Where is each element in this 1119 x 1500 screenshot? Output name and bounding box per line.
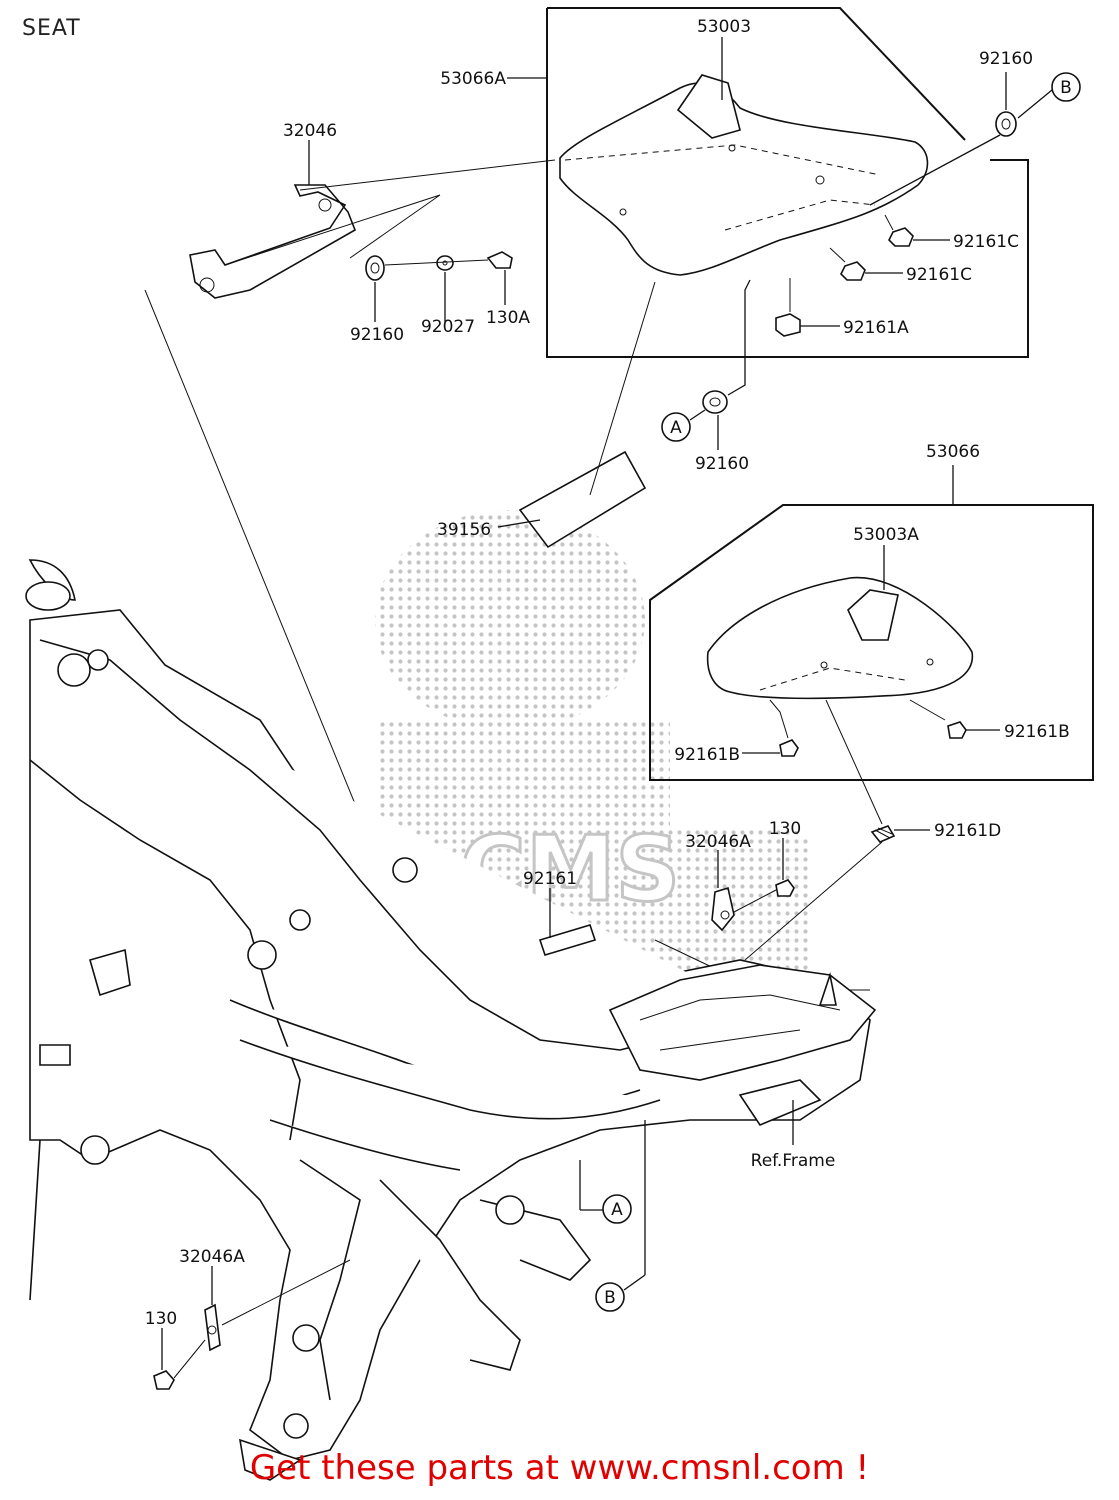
marker-a-top <box>661 412 691 442</box>
bush-92160-mid <box>702 390 728 414</box>
leader-a-top <box>689 409 706 421</box>
damper-92161C-a <box>888 227 914 247</box>
bolt-130A <box>486 251 513 269</box>
label-32046A-top: 32046A <box>685 832 751 852</box>
label-ref-frame: Ref.Frame <box>751 1151 836 1171</box>
footer-link-text[interactable]: Get these parts at www.cmsnl.com ! <box>249 1448 870 1488</box>
axis-32046A-bottom <box>221 1259 351 1326</box>
bolt-130-top <box>775 879 795 897</box>
label-53066A: 53066A <box>440 69 506 89</box>
label-92161B-a: 92161B <box>674 745 740 765</box>
axis-92161C-b <box>829 247 846 263</box>
label-130-bottom: 130 <box>145 1309 177 1329</box>
label-53066: 53066 <box>926 442 980 462</box>
label-92161: 92161 <box>523 869 577 889</box>
label-92161B-b: 92161B <box>1004 722 1070 742</box>
bolt-130-bottom <box>153 1370 175 1390</box>
label-130-top: 130 <box>769 819 801 839</box>
pad-39156 <box>518 450 647 549</box>
label-32046A-bottom: 32046A <box>179 1247 245 1267</box>
spring-92161D <box>870 825 896 843</box>
axis-39156 <box>589 281 656 496</box>
seat-53003A <box>706 576 974 700</box>
pad-92161 <box>538 924 597 956</box>
label-92160-mid: 92160 <box>695 454 749 474</box>
motorcycle-frame <box>25 559 877 1481</box>
marker-a-bottom <box>602 1194 632 1224</box>
bracket-ref-lines <box>224 159 556 266</box>
axis-92160-top <box>869 134 1001 206</box>
label-92161D: 92161D <box>934 821 1001 841</box>
label-92160-top: 92160 <box>979 49 1033 69</box>
lock-32046A-top <box>711 886 735 932</box>
damper-92161C-b <box>840 261 866 281</box>
label-53003A: 53003A <box>853 525 919 545</box>
group-frame-53066A <box>546 7 1029 358</box>
ref-line-92161D <box>744 841 883 961</box>
label-92161C-a: 92161C <box>953 232 1019 252</box>
axis-130-top <box>733 889 777 913</box>
lock-32046A-bottom <box>204 1303 221 1352</box>
marker-b-bottom-label: B <box>604 1288 616 1308</box>
axis-130-bottom <box>173 1339 206 1379</box>
page-title: SEAT <box>22 16 81 41</box>
seat-53003 <box>559 74 929 276</box>
ref-line-bracket <box>144 289 381 866</box>
damper-92161B-a <box>779 739 799 757</box>
label-39156: 39156 <box>437 520 491 540</box>
label-53003: 53003 <box>697 17 751 37</box>
bracket-32046 <box>189 184 356 299</box>
leader-39156 <box>497 519 541 528</box>
axis-fasteners <box>384 259 489 266</box>
label-92027: 92027 <box>421 317 475 337</box>
leader-b-top <box>1017 89 1053 119</box>
axis-92161B <box>769 699 946 739</box>
damper-92161B-b <box>947 721 967 739</box>
label-32046: 32046 <box>283 121 337 141</box>
bush-92160-left <box>365 255 385 281</box>
bush-92160-top <box>995 111 1017 137</box>
group-frame-53066 <box>649 504 1094 781</box>
axis-92161D <box>825 699 883 825</box>
damper-92161A <box>775 313 801 337</box>
axis-92160-mid <box>727 279 751 396</box>
leader-b-bottom <box>623 1274 646 1291</box>
marker-b-top-label: B <box>1060 78 1072 98</box>
washer-92027 <box>436 255 454 271</box>
marker-a-top-label: A <box>670 418 682 438</box>
marker-b-bottom <box>595 1282 625 1312</box>
marker-b-top <box>1051 72 1081 102</box>
label-92161A: 92161A <box>843 318 909 338</box>
marker-a-bottom-label: A <box>611 1200 623 1220</box>
label-92161C-b: 92161C <box>906 265 972 285</box>
axis-92161C-a <box>884 214 894 231</box>
label-130A: 130A <box>486 308 530 328</box>
label-92160-left: 92160 <box>350 325 404 345</box>
